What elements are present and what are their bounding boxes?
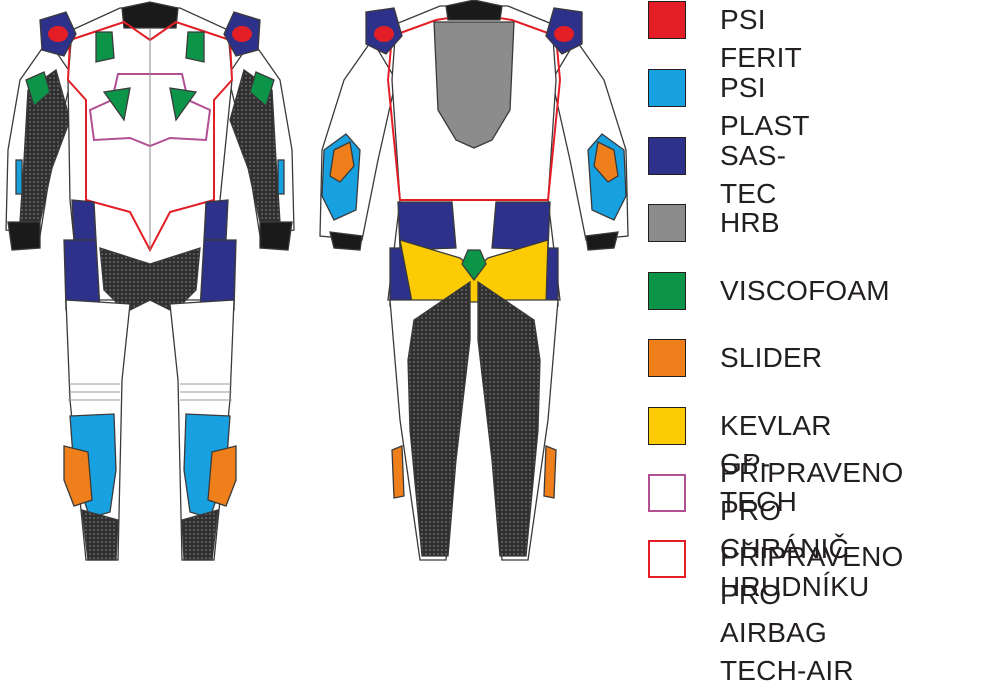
- back-left-cuff: [329, 231, 363, 251]
- front-knee-ribs: [68, 383, 232, 401]
- back-collar: [445, 0, 503, 21]
- back-right-hip-sastec: [491, 201, 551, 251]
- front-right-elbow-viscofoam: [249, 71, 275, 108]
- front-left-knee-slider: [63, 445, 93, 507]
- front-chest-viscofoam-2: [185, 31, 205, 63]
- legend-swatch-viscofoam: [648, 272, 686, 310]
- back-left-elbow-slider: [329, 141, 355, 183]
- legend-swatch-airbag: [648, 540, 686, 578]
- front-right-thigh-sastec: [199, 239, 237, 311]
- back-right-leg-mesh: [477, 280, 541, 557]
- front-right-knee-slider: [207, 445, 237, 507]
- legend-label-airbag: PŘIPRAVENO PRO AIRBAG TECH-AIR: [720, 541, 904, 686]
- legend-swatch-sas-tec: [648, 137, 686, 175]
- front-left-cuff: [7, 221, 41, 251]
- legend-label-kevlar: KEVLAR GP-TECH: [720, 410, 832, 517]
- front-chest-viscofoam-4: [169, 87, 198, 122]
- front-left-shoulder-ferit: [48, 26, 68, 42]
- legend-swatch-psi-ferit: [648, 1, 686, 39]
- front-left-shin-mesh: [81, 509, 119, 561]
- front-left-wrist-plast: [15, 159, 23, 195]
- front-left-elbow-viscofoam: [25, 71, 51, 108]
- legend-swatch-psi-plast: [648, 69, 686, 107]
- front-right-cuff: [259, 221, 293, 251]
- back-hump-hrb: [433, 21, 515, 149]
- suit-front-view: [5, 1, 295, 561]
- front-airbag-outline: [66, 20, 234, 253]
- legend-label-psi-plast: PSI PLAST: [720, 72, 810, 141]
- legend-label-slider: SLIDER: [720, 342, 823, 373]
- front-right-shin-mesh: [181, 509, 219, 561]
- front-left-forearm-mesh: [19, 68, 71, 223]
- front-right-forearm-mesh: [229, 68, 281, 223]
- front-chest-viscofoam-3: [102, 87, 131, 122]
- back-left-calf-slider: [391, 445, 405, 499]
- suit-back-view: [319, 0, 629, 561]
- back-right-elbow-slider: [593, 141, 619, 183]
- legend-label-sas-tec: SAS-TEC: [720, 140, 787, 209]
- front-chest-viscofoam-1: [95, 31, 115, 63]
- legend-label-psi-ferit: PSI FERIT: [720, 4, 802, 73]
- suit-illustrations: [5, 0, 629, 561]
- back-right-cuff: [585, 231, 619, 251]
- back-left-hip-sastec: [397, 201, 457, 251]
- front-right-hip-sastec: [203, 199, 229, 241]
- legend-label-chest: PŘIPRAVENO PRO CHRÁNIČ HRUDNÍKU: [720, 457, 904, 602]
- legend-label-viscofoam: VISCOFOAM: [720, 275, 890, 306]
- suit-protection-diagram: PSI FERIT PSI PLAST SAS-TEC HRB VISCOFOA…: [5, 0, 904, 686]
- back-right-calf-slider: [543, 445, 557, 499]
- back-left-shoulder-ferit: [374, 26, 394, 42]
- back-tailbone-viscofoam: [461, 249, 487, 282]
- legend-swatch-kevlar: [648, 407, 686, 445]
- front-right-wrist-plast: [277, 159, 285, 195]
- legend-swatch-slider: [648, 339, 686, 377]
- back-right-shoulder-ferit: [554, 26, 574, 42]
- legend-swatch-chest: [648, 474, 686, 512]
- back-left-leg-mesh: [407, 280, 471, 557]
- front-collar: [121, 1, 179, 29]
- legend-label-hrb: HRB: [720, 207, 780, 238]
- front-left-hip-sastec: [71, 199, 97, 241]
- legend-swatch-hrb: [648, 204, 686, 242]
- front-left-thigh-sastec: [63, 239, 101, 311]
- front-right-shoulder-ferit: [232, 26, 252, 42]
